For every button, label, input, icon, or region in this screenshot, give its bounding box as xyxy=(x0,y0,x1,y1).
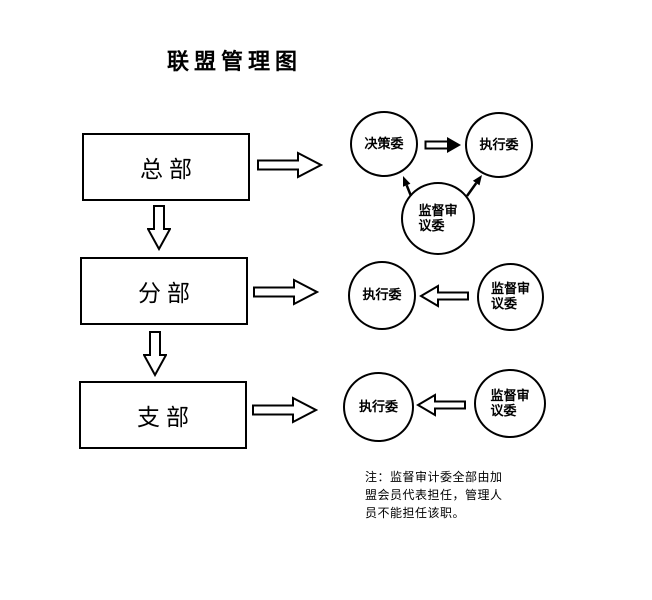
box-headquarters: 总部 xyxy=(82,133,250,201)
right-arrow-icon xyxy=(253,278,319,306)
footnote-line: 盟会员代表担任，管理人 xyxy=(365,488,503,502)
circle-executive-committee: 执行委 xyxy=(348,261,416,330)
supervisory-committee-label: 监督审 议委 xyxy=(490,388,530,419)
box-division: 分部 xyxy=(80,257,248,325)
circle-supervisory-review-committee: 监督审 议委 xyxy=(477,263,544,331)
supervisory-committee-label: 监督审 议委 xyxy=(490,282,530,312)
decision-to-executive-arrow-icon xyxy=(424,137,461,153)
up-right-arrow-icon xyxy=(465,175,482,197)
box-division-label: 分部 xyxy=(138,281,196,307)
left-arrow-icon xyxy=(419,284,469,308)
circle-decision-committee: 决策委 xyxy=(350,111,418,177)
circle-executive-committee: 执行委 xyxy=(343,372,414,442)
box-headquarters-label: 总部 xyxy=(140,157,198,183)
circle-executive-committee: 执行委 xyxy=(465,112,533,178)
executive-committee-label: 执行委 xyxy=(479,137,519,153)
decision-committee-label: 决策委 xyxy=(364,136,404,152)
right-arrow-icon xyxy=(252,396,318,424)
up-left-arrow-icon xyxy=(403,176,413,197)
footnote-line: 员不能担任该职。 xyxy=(365,506,466,520)
supervisory-committee-label: 监督审 议委 xyxy=(418,203,458,234)
footnote: 注：监督审计委全部由加 盟会员代表担任，管理人 员不能担任该职。 xyxy=(365,468,503,522)
down-arrow-icon xyxy=(143,331,167,377)
box-branch-label: 支部 xyxy=(137,405,195,431)
box-branch: 支部 xyxy=(79,381,247,449)
left-arrow-icon xyxy=(416,393,466,417)
executive-committee-label: 执行委 xyxy=(362,288,402,303)
circle-supervisory-review-committee: 监督审 议委 xyxy=(474,369,546,438)
down-arrow-icon xyxy=(147,205,171,251)
page-title: 联盟管理图 xyxy=(167,49,303,75)
footnote-line: 注：监督审计委全部由加 xyxy=(365,470,503,484)
executive-committee-label: 执行委 xyxy=(358,399,398,415)
circle-supervisory-review-committee: 监督审 议委 xyxy=(401,182,475,255)
right-arrow-icon xyxy=(257,151,323,179)
